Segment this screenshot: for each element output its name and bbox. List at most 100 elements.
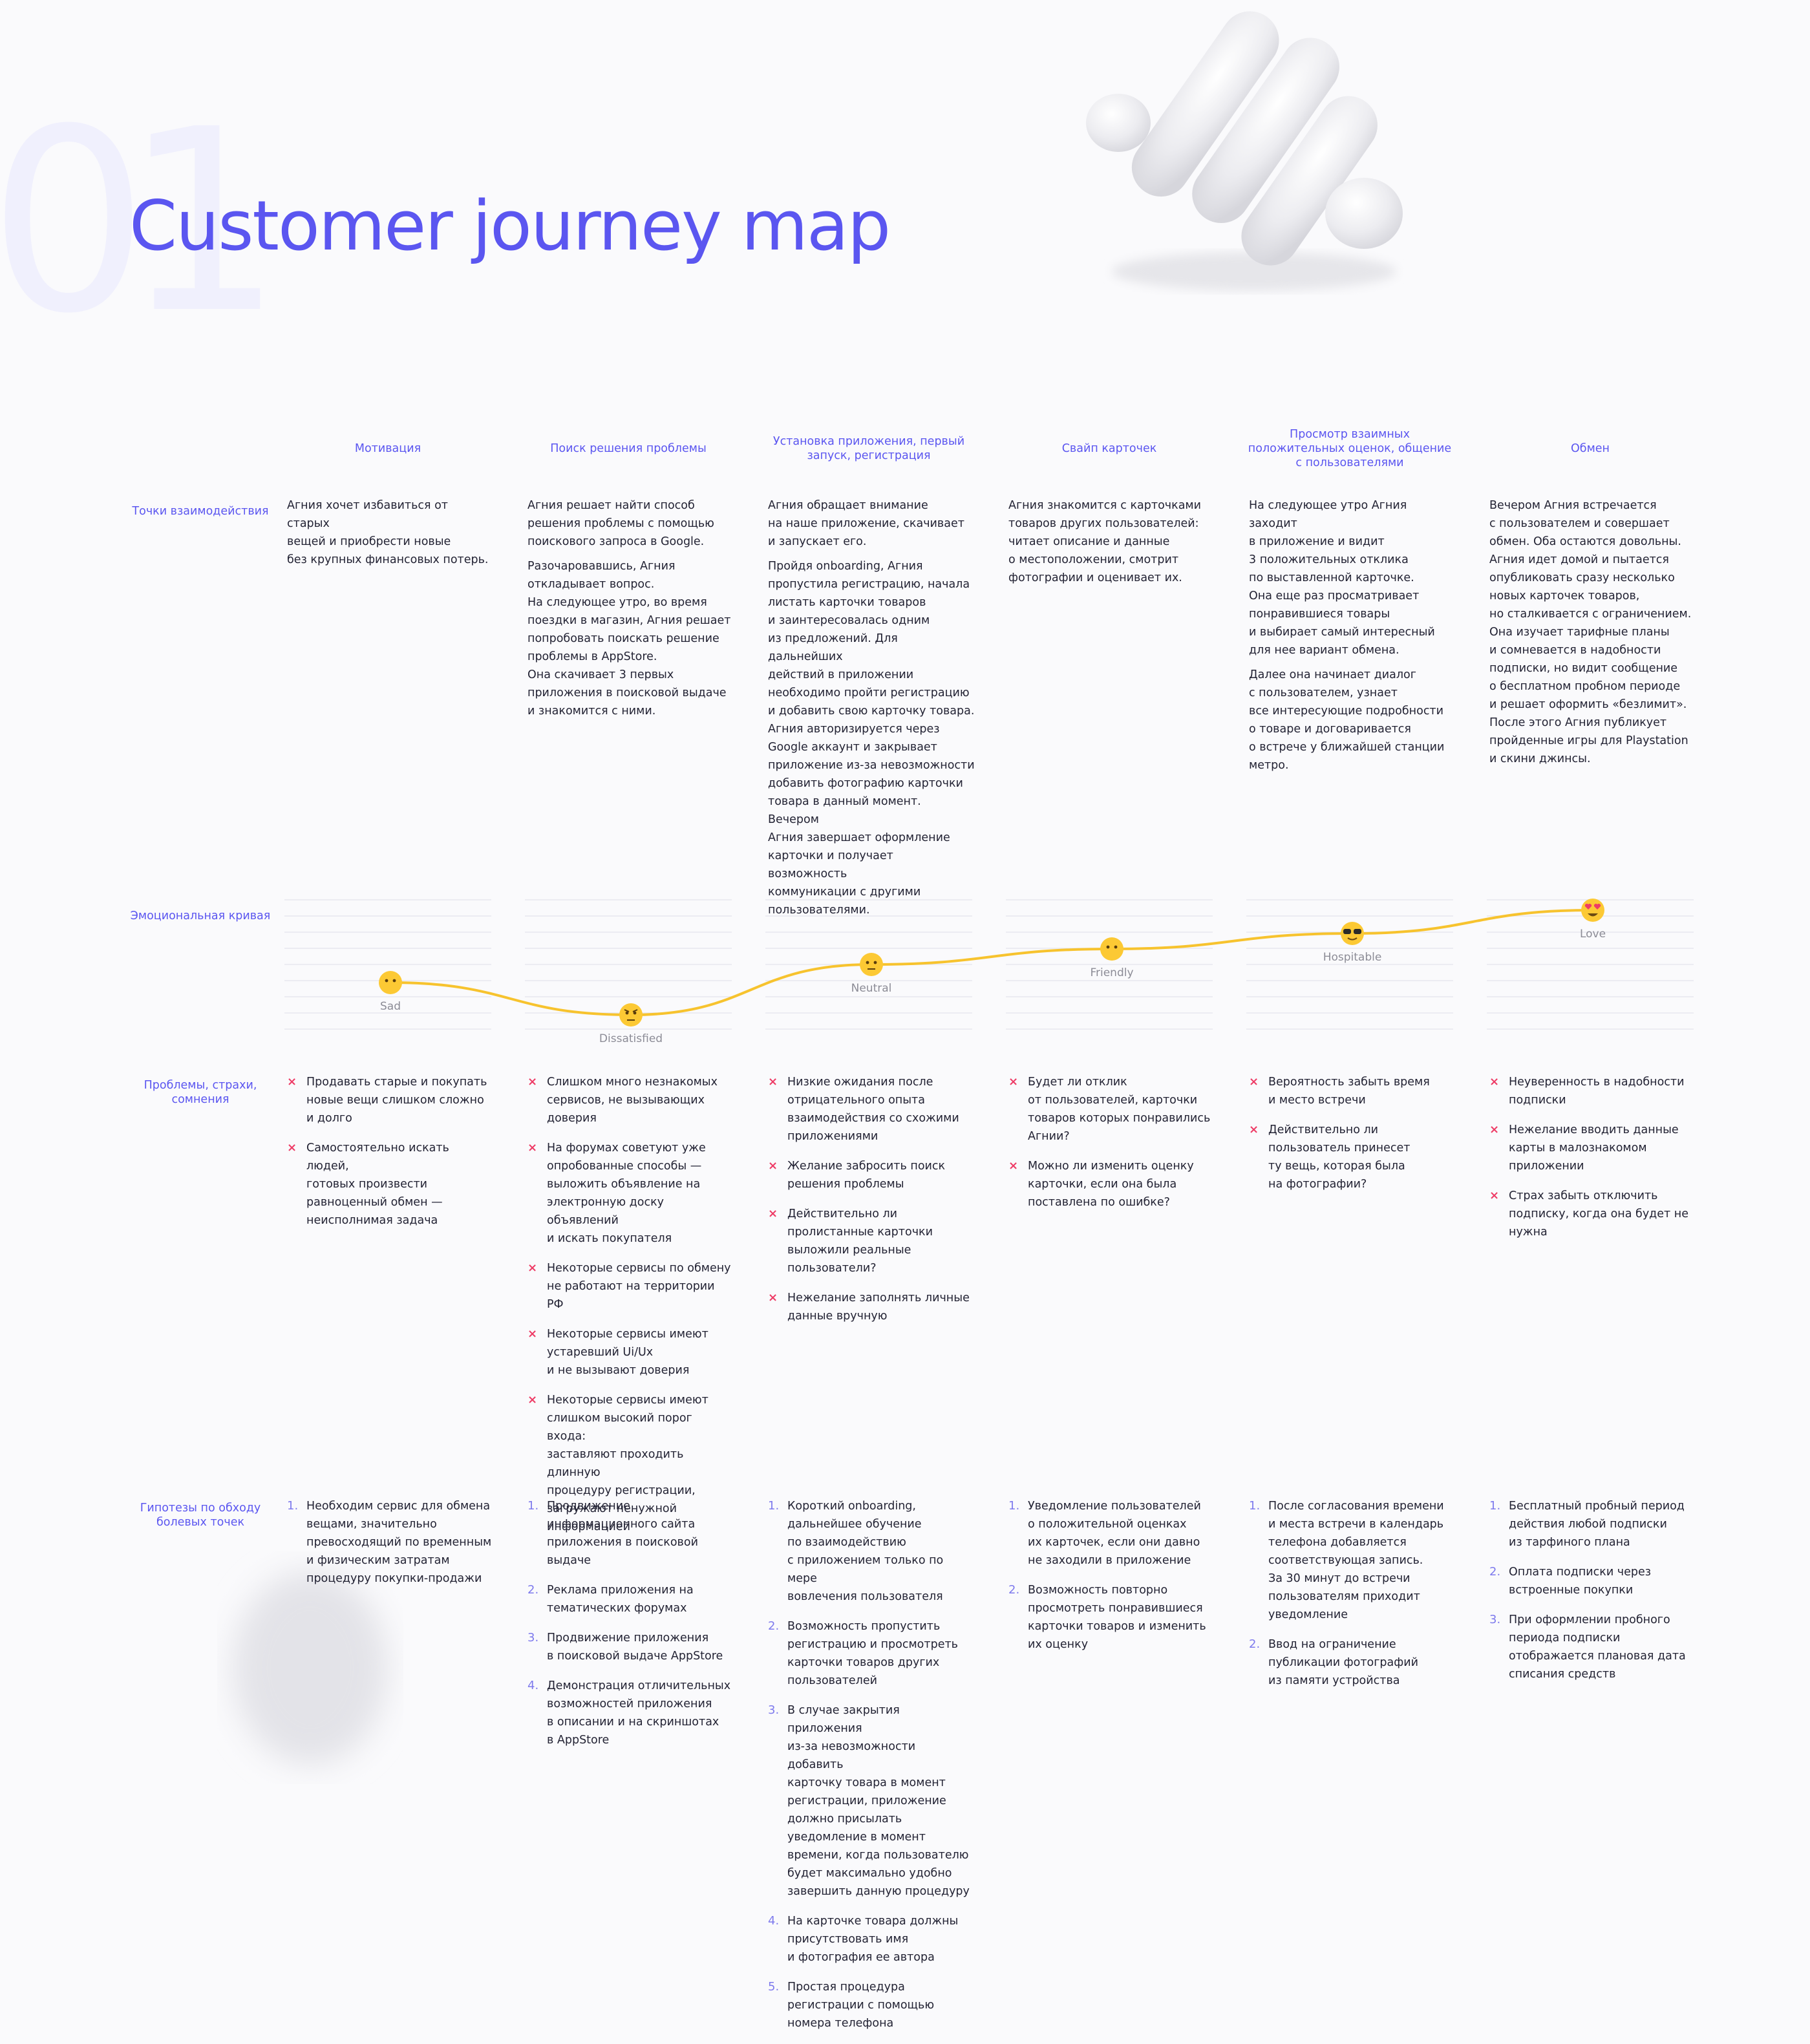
hypothesis-text: В случае закрытия приложения из-за невоз… bbox=[787, 1704, 970, 1898]
cross-icon: × bbox=[527, 1393, 538, 1407]
hypothesis-item: 1.Необходим сервис для обмена вещами, зн… bbox=[287, 1497, 494, 1588]
hypothesis-text: Реклама приложения на тематических форум… bbox=[547, 1584, 694, 1615]
hypothesis-text: Простая процедура регистрации с помощью … bbox=[787, 1981, 935, 2030]
cross-icon: × bbox=[527, 1141, 538, 1155]
row-label-hypotheses: Гипотезы по обходу болевых точек bbox=[140, 1502, 261, 1529]
touchpoints-column: Агния решает найти способ решения пробле… bbox=[527, 496, 734, 727]
problem-item: × Будет ли отклик от пользователей, карто… bbox=[1008, 1073, 1215, 1145]
hypothesis-text: Демонстрация отличительных возможностей … bbox=[547, 1679, 731, 1747]
hypothesis-item: 2. Реклама приложения на тематических фор… bbox=[527, 1581, 734, 1617]
problem-text: Будет ли отклик от пользователей, карточ… bbox=[1028, 1076, 1211, 1143]
cross-icon: × bbox=[287, 1075, 297, 1089]
touchpoint-paragraph: Агния решает найти способ решения пробле… bbox=[527, 499, 714, 548]
problem-text: Действительно ли пролистанные карточки в… bbox=[787, 1208, 933, 1275]
list-number: 1. bbox=[287, 1499, 299, 1513]
problems-list: ×Вероятность забыть время и место встреч… bbox=[1249, 1073, 1456, 1205]
cross-icon: × bbox=[768, 1207, 778, 1220]
friendly-face-icon bbox=[1100, 937, 1123, 961]
cross-icon: × bbox=[1008, 1075, 1019, 1089]
decorative-blur-image bbox=[233, 1571, 388, 1765]
hypothesis-text: При оформлении пробного периода подписки… bbox=[1509, 1613, 1686, 1681]
hypothesis-item: 1.Короткий onboarding, дальнейшее обучен… bbox=[768, 1497, 975, 1606]
list-number: 3. bbox=[768, 1703, 780, 1717]
touchpoint-paragraph: Далее она начинает диалог с пользователе… bbox=[1249, 668, 1445, 772]
touchpoints-column: Агния хочет избавиться от старых вещей и… bbox=[287, 496, 494, 575]
hypothesis-text: На карточке товара должны присутствовать… bbox=[787, 1915, 959, 1964]
row-label-problems: Проблемы, страхи, сомнения bbox=[144, 1079, 257, 1106]
touchpoints-column: На следующее утро Агния заходит в прилож… bbox=[1249, 496, 1456, 781]
hypotheses-list: 1.Продвижение информационного сайта прил… bbox=[527, 1497, 734, 1761]
hypothesis-text: Уведомление пользователей о положительно… bbox=[1028, 1500, 1201, 1567]
hypothesis-item: 4. На карточке товара должны присутствова… bbox=[768, 1912, 975, 1966]
hypothesis-item: 2.Ввод на ограничение публикации фотогра… bbox=[1249, 1635, 1456, 1690]
list-number: 5. bbox=[768, 1980, 780, 1994]
cross-icon: × bbox=[1489, 1189, 1500, 1202]
list-number: 3. bbox=[527, 1631, 539, 1645]
list-number: 2. bbox=[527, 1583, 539, 1597]
problem-item: × Желание забросить поиск решения проблем… bbox=[768, 1157, 975, 1193]
problem-text: Некоторые сервисы имеют слишком высокий … bbox=[547, 1394, 708, 1533]
problem-item: × Нежелание вводить данные карты в малозн… bbox=[1489, 1121, 1696, 1175]
touchpoint-paragraph: Агния хочет избавиться от старых вещей и… bbox=[287, 499, 489, 566]
hypothesis-text: Возможность повторно просмотреть понрави… bbox=[1028, 1584, 1206, 1651]
hypothesis-text: После согласования времени и места встре… bbox=[1268, 1500, 1444, 1621]
emotion-curve-line bbox=[390, 909, 1593, 1017]
list-number: 4. bbox=[768, 1914, 780, 1928]
hypothesis-text: Возможность пропустить регистрацию и про… bbox=[787, 1620, 958, 1687]
problem-text: Вероятность забыть время и место встречи bbox=[1268, 1076, 1430, 1107]
page-title: Customer journey map bbox=[129, 186, 891, 266]
sad-face-icon bbox=[379, 971, 402, 994]
cross-icon: × bbox=[287, 1141, 297, 1155]
row-label-emotion: Эмоциональная кривая bbox=[130, 910, 271, 922]
problem-item: × На форумах советуют уже опробованные сп… bbox=[527, 1139, 734, 1248]
section-number: 01 bbox=[0, 75, 283, 368]
neutral-face-icon bbox=[860, 953, 883, 976]
stage-title-matches: Просмотр взаимных положительных оценок, … bbox=[1248, 428, 1452, 469]
hypothesis-item: 3. В случае закрытия приложения из-за нев… bbox=[768, 1701, 975, 1900]
list-number: 2. bbox=[1008, 1583, 1020, 1597]
problem-text: Нежелание заполнять личные данные вручну… bbox=[787, 1292, 970, 1323]
hypotheses-list: 1.Бесплатный пробный период действия люб… bbox=[1489, 1497, 1696, 1695]
problem-text: Слишком много незнакомых сервисов, не вы… bbox=[547, 1076, 718, 1125]
dissatisfied-face-icon bbox=[619, 1003, 643, 1027]
hypothesis-item: 2. Возможность пропустить регистрацию и п… bbox=[768, 1617, 975, 1690]
stage-title-exchange: Обмен bbox=[1571, 442, 1610, 455]
problems-list: ×Низкие ожидания после отрицательного оп… bbox=[768, 1073, 975, 1337]
emotion-label: Neutral bbox=[851, 982, 892, 995]
problem-text: На форумах советуют уже опробованные спо… bbox=[547, 1142, 706, 1245]
hypothesis-text: Продвижение приложения в поисковой выдач… bbox=[547, 1632, 723, 1663]
hypothesis-item: 3. Продвижение приложения в поисковой выд… bbox=[527, 1629, 734, 1665]
problem-item: ×Страх забыть отключить подписку, когда … bbox=[1489, 1187, 1696, 1241]
emotional-curve: SadDissatisfiedNeutralFriendlyHospitable… bbox=[284, 899, 1694, 1045]
touchpoint-paragraph: Агния обращает внимание на наше приложен… bbox=[768, 499, 964, 548]
hypothesis-text: Ввод на ограничение публикации фотографи… bbox=[1268, 1638, 1418, 1687]
sunglasses-face-icon bbox=[1341, 922, 1364, 945]
hypothesis-text: Оплата подписки через встроенные покупки bbox=[1509, 1566, 1652, 1597]
hypotheses-list: 1. После согласования времени и места вст… bbox=[1249, 1497, 1456, 1701]
problem-text: Некоторые сервисы по обмену не работают … bbox=[547, 1262, 731, 1311]
list-number: 2. bbox=[768, 1619, 780, 1633]
cross-icon: × bbox=[527, 1327, 538, 1341]
problem-text: Самостоятельно искать людей, готовых про… bbox=[306, 1142, 449, 1227]
stage-title-swipe: Свайп карточек bbox=[1061, 442, 1157, 455]
cross-icon: × bbox=[768, 1159, 778, 1173]
emotion-label: Sad bbox=[380, 1000, 401, 1013]
hypothesis-text: Бесплатный пробный период действия любой… bbox=[1509, 1500, 1685, 1549]
cross-icon: × bbox=[527, 1075, 538, 1089]
problem-text: Желание забросить поиск решения проблемы bbox=[787, 1160, 946, 1191]
cross-icon: × bbox=[1489, 1123, 1500, 1136]
problems-list: × Слишком много незнакомых сервисов, не в… bbox=[527, 1073, 734, 1548]
hypothesis-item: 1.Уведомление пользователей о положитель… bbox=[1008, 1497, 1215, 1570]
problem-text: Действительно ли пользователь принесет т… bbox=[1268, 1123, 1411, 1191]
problem-item: ×Некоторые сервисы имеют устаревший Ui/U… bbox=[527, 1325, 734, 1379]
hypothesis-item: 3.При оформлении пробного периода подпис… bbox=[1489, 1611, 1696, 1683]
list-number: 2. bbox=[1489, 1565, 1501, 1579]
problems-list: × Будет ли отклик от пользователей, карто… bbox=[1008, 1073, 1215, 1223]
touchpoint-paragraph: Пройдя onboarding, Агния пропустила реги… bbox=[768, 560, 975, 917]
problem-text: Нежелание вводить данные карты в малозна… bbox=[1509, 1123, 1679, 1173]
list-number: 1. bbox=[1249, 1499, 1261, 1513]
problem-item: ×Действительно ли пользователь принесет … bbox=[1249, 1121, 1456, 1193]
problem-item: ×Продавать старые и покупать новые вещи … bbox=[287, 1073, 494, 1127]
problems-list: ×Неуверенность в надобности подписки×Неж… bbox=[1489, 1073, 1696, 1253]
problem-item: ×Можно ли изменить оценку карточки, если… bbox=[1008, 1157, 1215, 1211]
